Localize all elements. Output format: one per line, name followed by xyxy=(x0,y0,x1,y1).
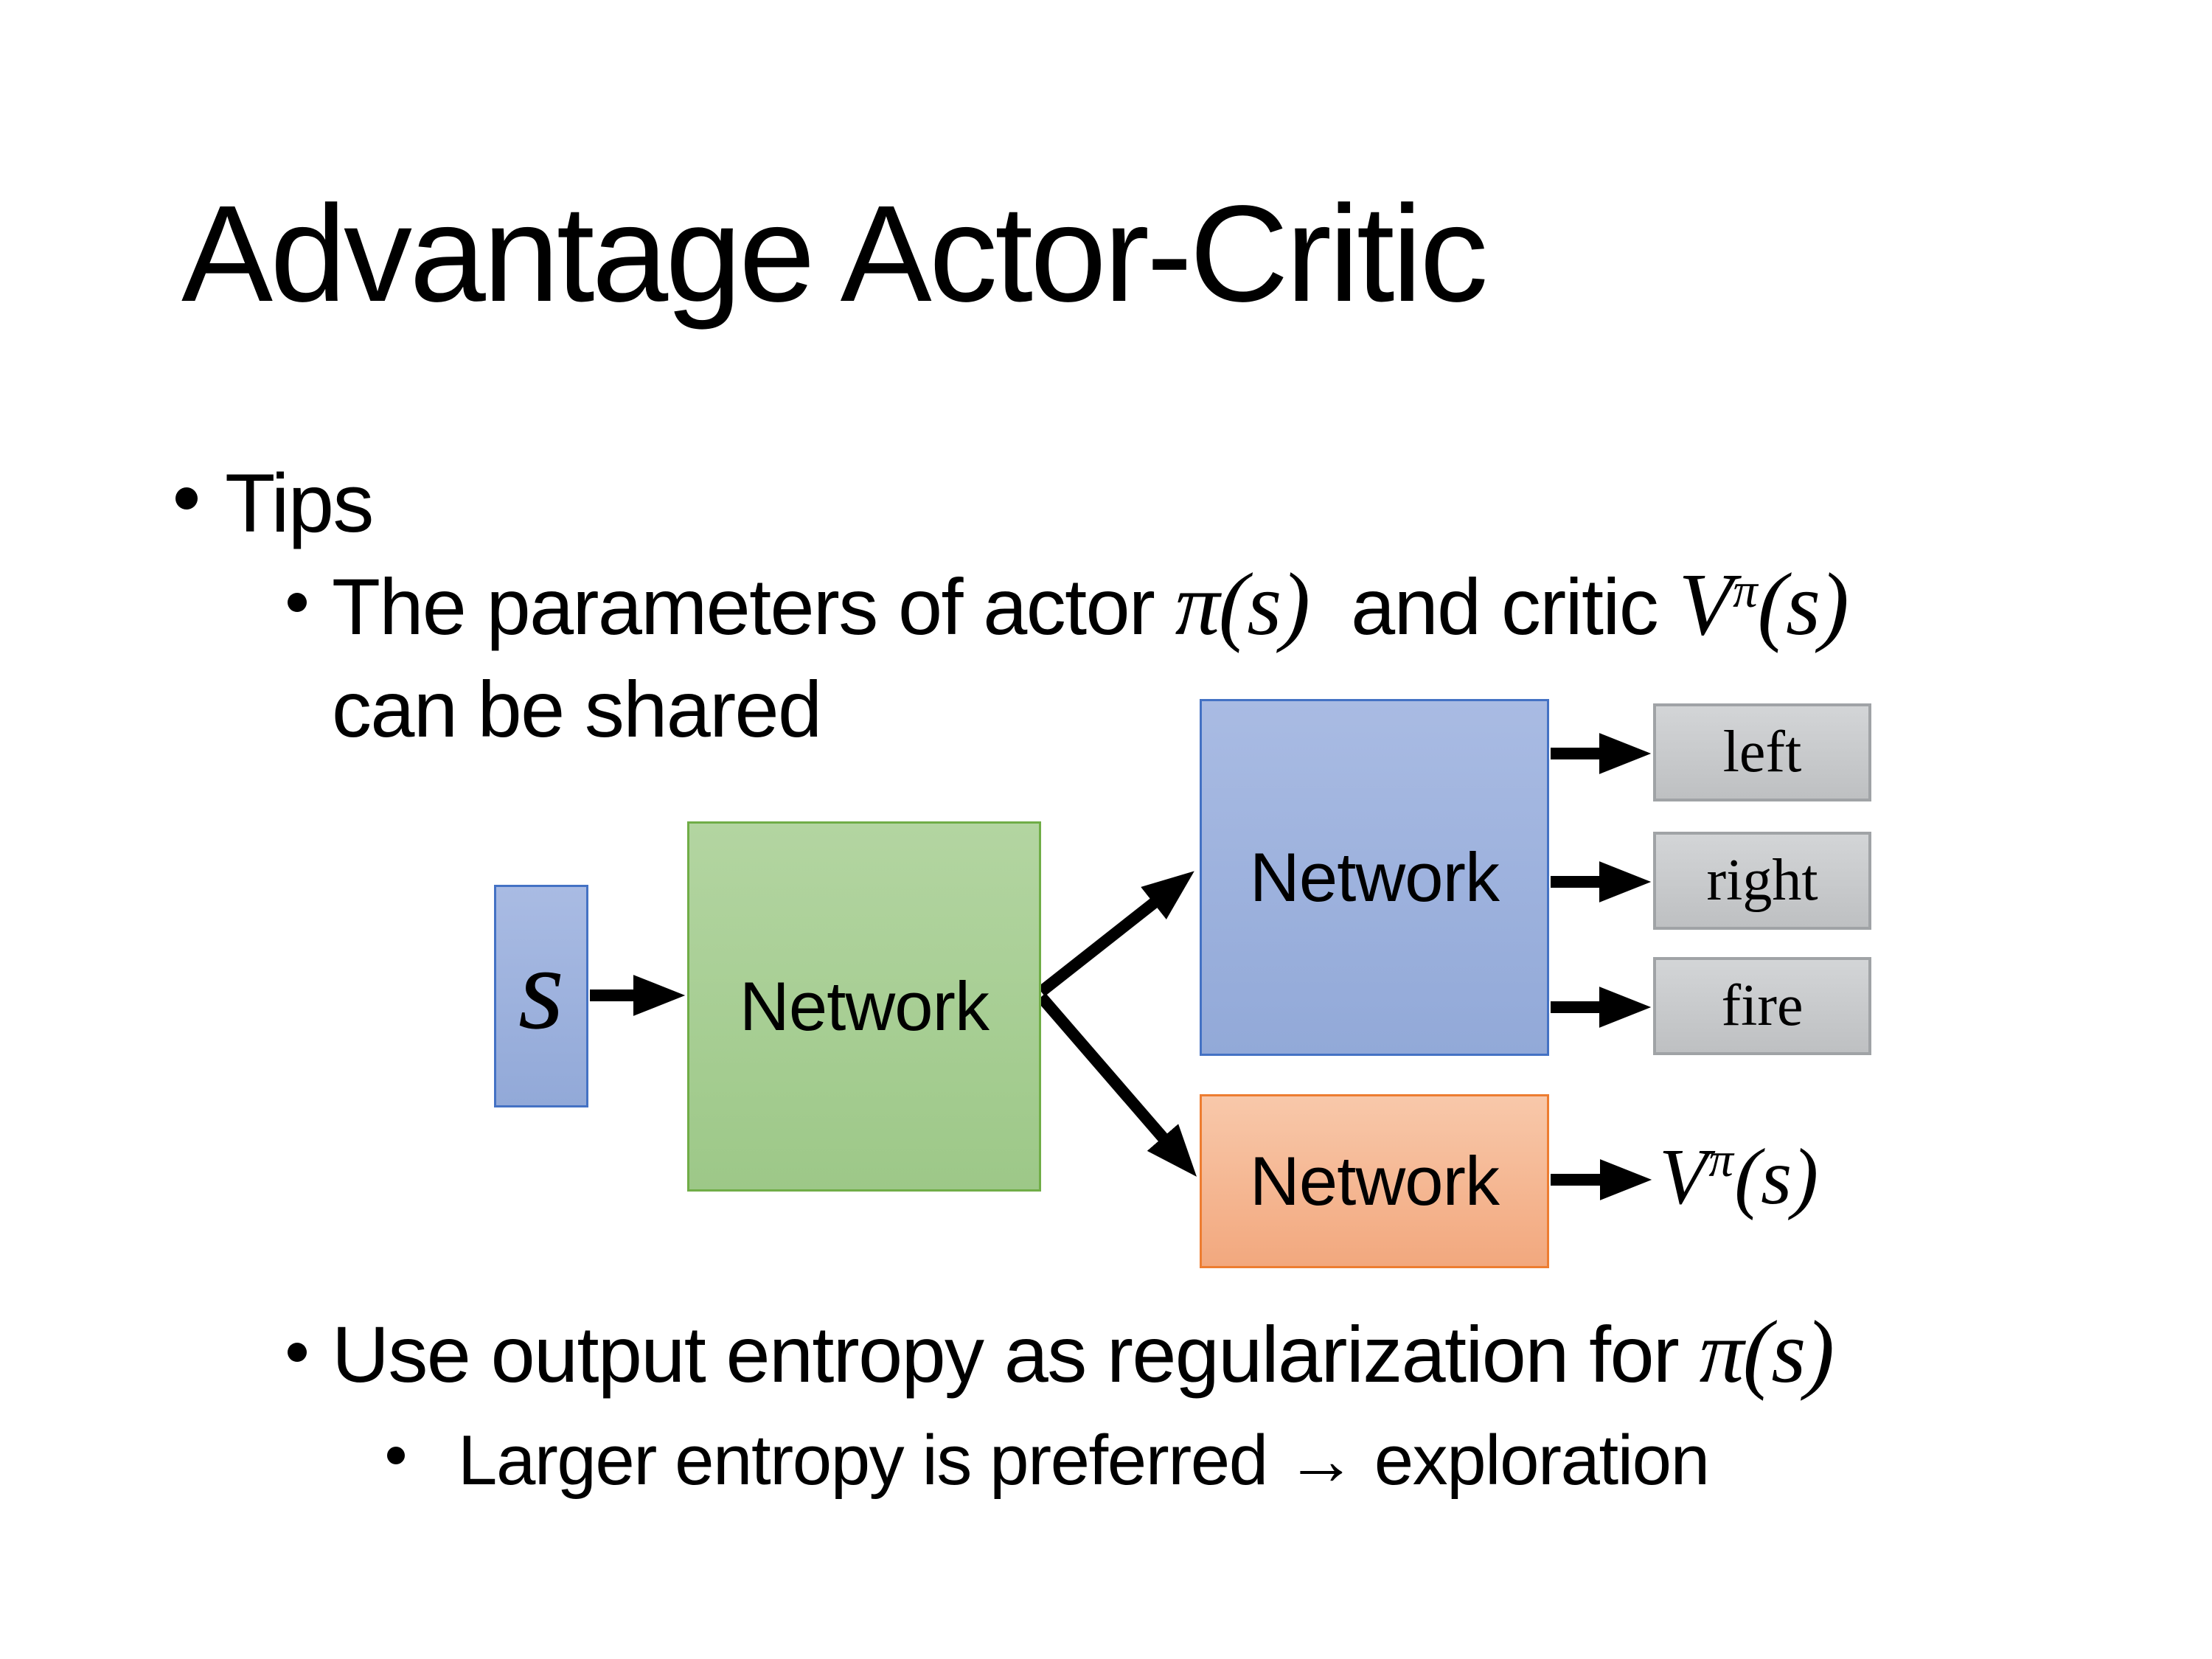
critic-value-sup-pi: π xyxy=(1733,563,1758,619)
entropy-text: Use output entropy as regularization for xyxy=(332,1310,1700,1399)
shared-parameters-mid-text: and critic xyxy=(1309,562,1679,651)
shared-network-box: Network xyxy=(687,821,1041,1192)
value-output-args: (s) xyxy=(1734,1133,1819,1221)
state-label: s xyxy=(518,922,565,1054)
bullet-dot-shared-parameters xyxy=(288,593,307,612)
arrow-shared-to-critic xyxy=(1036,992,1197,1177)
critic-network-box: Network xyxy=(1200,1094,1549,1268)
bullet-entropy-regularization: Use output entropy as regularization for… xyxy=(332,1307,1834,1400)
bullet-exploration: Larger entropy is preferred → exploratio… xyxy=(458,1421,1710,1500)
shared-network-label: Network xyxy=(739,967,990,1045)
shared-parameters-text: The parameters of actor xyxy=(332,562,1175,651)
state-input-box: s xyxy=(494,885,588,1107)
value-output-label: Vπ(s) xyxy=(1659,1133,1818,1227)
bullet-shared-parameters: The parameters of actor π(s) and critic … xyxy=(332,559,1849,755)
actor-network-box: Network xyxy=(1200,699,1549,1056)
entropy-policy-math: π(s) xyxy=(1699,1303,1834,1402)
action-box-right: right xyxy=(1653,832,1871,930)
critic-value-args: (s) xyxy=(1757,555,1848,654)
critic-value-v: V xyxy=(1678,555,1733,654)
action-label-fire: fire xyxy=(1721,973,1804,1038)
value-output-sup-pi: π xyxy=(1708,1133,1733,1188)
action-box-fire: fire xyxy=(1653,957,1871,1055)
slide-title: Advantage Actor-Critic xyxy=(181,178,1488,330)
action-box-left: left xyxy=(1653,703,1871,801)
critic-network-label: Network xyxy=(1249,1142,1500,1220)
action-label-right: right xyxy=(1706,848,1818,913)
bullet-dot-entropy xyxy=(288,1343,307,1362)
value-output-v: V xyxy=(1659,1133,1708,1221)
actor-policy-math: π(s) xyxy=(1175,555,1310,654)
arrow-shared-to-actor xyxy=(1037,871,1194,997)
actor-network-label: Network xyxy=(1249,838,1500,916)
action-label-left: left xyxy=(1722,720,1802,785)
bullet-dot-exploration xyxy=(387,1447,405,1464)
bullet-dot-tips xyxy=(175,487,198,509)
bullet-tips: Tips xyxy=(225,457,374,549)
shared-parameters-line2: can be shared xyxy=(332,664,822,754)
